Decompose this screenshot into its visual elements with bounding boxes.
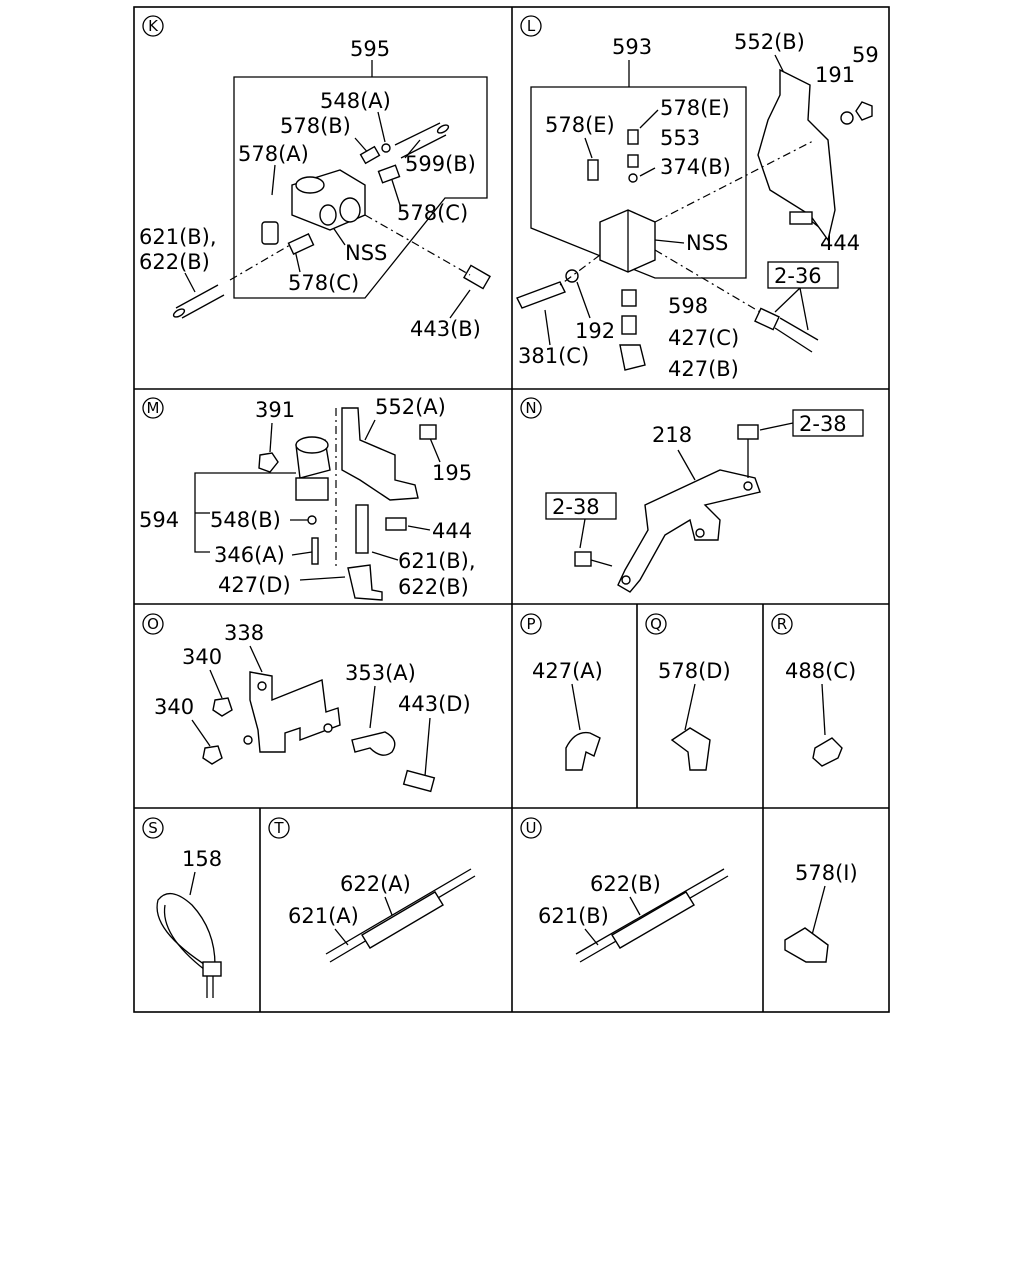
fitting-drawing — [784, 927, 829, 963]
section-u: U 622(B) 621(B) — [520, 817, 729, 963]
part-label: 443(B) — [410, 317, 481, 341]
cable-tie-drawing — [156, 893, 222, 998]
part-label: 340 — [154, 695, 194, 719]
reference-box — [545, 492, 617, 520]
part-label: 548(A) — [320, 89, 391, 113]
elbow-fitting-drawing — [670, 727, 711, 771]
section-badge — [142, 15, 164, 37]
part-label: 622(B) — [590, 872, 661, 896]
part-label: 552(B) — [734, 30, 805, 54]
part-label: 578(A) — [238, 142, 309, 166]
part-label: 594 — [139, 508, 179, 532]
section-letter: R — [777, 615, 787, 633]
part-label: 338 — [224, 621, 264, 645]
part-label: 353(A) — [345, 661, 416, 685]
section-letter: P — [526, 615, 535, 633]
section-letter: O — [147, 615, 159, 633]
hose-drawing — [575, 868, 729, 963]
part-label: 621(B), — [139, 225, 217, 249]
section-letter: M — [147, 399, 160, 417]
part-label: 621(B) — [538, 904, 609, 928]
section-p: P 427(A) — [520, 613, 603, 771]
part-label: 622(B) — [139, 250, 210, 274]
reference-box — [767, 261, 839, 289]
part-label: 427(A) — [532, 659, 603, 683]
part-label: 622(B) — [398, 575, 469, 599]
part-label: 443(D) — [398, 692, 471, 716]
plug-drawing — [812, 737, 843, 767]
part-label: NSS — [686, 231, 728, 255]
part-label: 195 — [432, 461, 472, 485]
part-label: 578(C) — [397, 201, 468, 225]
part-label: 374(B) — [660, 155, 731, 179]
part-label: 599(B) — [405, 152, 476, 176]
section-letter: Q — [650, 615, 662, 633]
part-label: 444 — [432, 519, 472, 543]
part-label: 578(I) — [795, 861, 858, 885]
diagram-grid — [133, 6, 890, 1013]
part-label: 621(B), — [398, 549, 476, 573]
part-label: 427(D) — [218, 573, 291, 597]
hose-drawing — [325, 868, 476, 963]
section-letter: L — [527, 17, 536, 35]
part-label: 488(C) — [785, 659, 856, 683]
part-label: 218 — [652, 423, 692, 447]
part-label: 553 — [660, 126, 700, 150]
part-label: 191 — [815, 63, 855, 87]
section-letter: T — [273, 819, 284, 837]
section-letter: K — [148, 17, 159, 35]
part-label: 578(B) — [280, 114, 351, 138]
part-label: 578(C) — [288, 271, 359, 295]
part-label: 552(A) — [375, 395, 446, 419]
section-o: O 338 340 353(A) 340 443(D) — [142, 613, 471, 793]
part-label: 622(A) — [340, 872, 411, 896]
part-label: 427(C) — [668, 326, 739, 350]
section-s: S 158 — [142, 817, 222, 998]
section-letter: N — [525, 399, 536, 417]
part-label: 391 — [255, 398, 295, 422]
section-l: L 593 552(B) 59 191 578(E) 578(E) 553 37… — [516, 15, 879, 381]
part-label: 381(C) — [518, 344, 589, 368]
section-letter: S — [148, 819, 158, 837]
part-label: 59 — [852, 43, 879, 67]
part-label: NSS — [345, 241, 387, 265]
block-and-bracket-drawing — [516, 68, 873, 371]
part-label: 578(D) — [658, 659, 731, 683]
part-label: 578(E) — [660, 96, 730, 120]
part-label: 593 — [612, 35, 652, 59]
assembly-outline — [530, 86, 747, 279]
part-label: 427(B) — [668, 357, 739, 381]
section-r: R 488(C) — [771, 613, 856, 767]
valve-bracket-drawing — [258, 407, 437, 601]
section-q: Q 578(D) — [645, 613, 731, 771]
part-label: 548(B) — [210, 508, 281, 532]
part-label: 598 — [668, 294, 708, 318]
section-k: K 595 548(A) 578(B) 578(A) 599(B) 578(C)… — [139, 15, 491, 341]
part-label: 595 — [350, 37, 390, 61]
section-letter: U — [526, 819, 537, 837]
part-label: 158 — [182, 847, 222, 871]
section-fitting-578i: 578(I) — [784, 861, 858, 963]
part-label: 621(A) — [288, 904, 359, 928]
part-label: 192 — [575, 319, 615, 343]
reference-label: 2-38 — [799, 412, 847, 436]
part-label: 578(E) — [545, 113, 615, 137]
part-label: 346(A) — [214, 543, 285, 567]
mount-bracket-drawing — [202, 671, 436, 793]
section-t: T 622(A) 621(A) — [268, 817, 476, 963]
valve-assembly-drawing — [172, 122, 491, 319]
elbow-fitting-drawing — [565, 731, 601, 771]
section-n: N 218 2-38 2-38 — [520, 397, 864, 593]
assembly-outline — [233, 76, 488, 299]
part-label: 340 — [182, 645, 222, 669]
reference-label: 2-36 — [774, 264, 822, 288]
reference-label: 2-38 — [552, 495, 600, 519]
section-m: M 391 552(A) 195 594 548(B) 444 346(A) 6… — [139, 395, 476, 601]
bracket-drawing — [574, 424, 761, 593]
